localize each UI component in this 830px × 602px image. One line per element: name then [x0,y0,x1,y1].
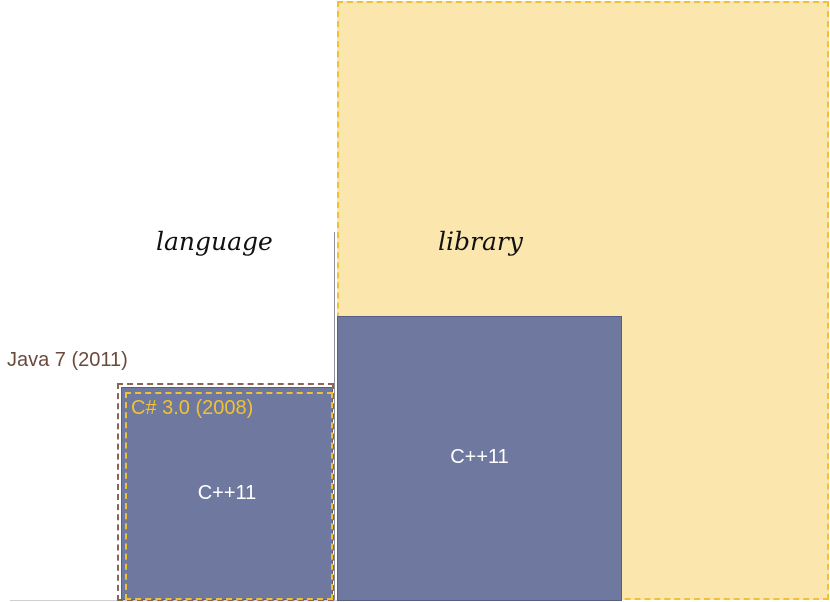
java7-label: Java 7 (2011) [7,349,128,371]
cpp11-library-label: C++11 [450,446,509,468]
cpp11-library-box [337,316,622,601]
java7-language-outline [117,383,334,601]
language-title: language [156,227,273,256]
section-divider [334,232,335,600]
cpp11-language-label: C++11 [197,482,257,504]
csharp-language-outline [125,392,333,600]
library-title: library [438,227,523,256]
csharp-label: C# 3.0 (2008) [131,397,254,419]
